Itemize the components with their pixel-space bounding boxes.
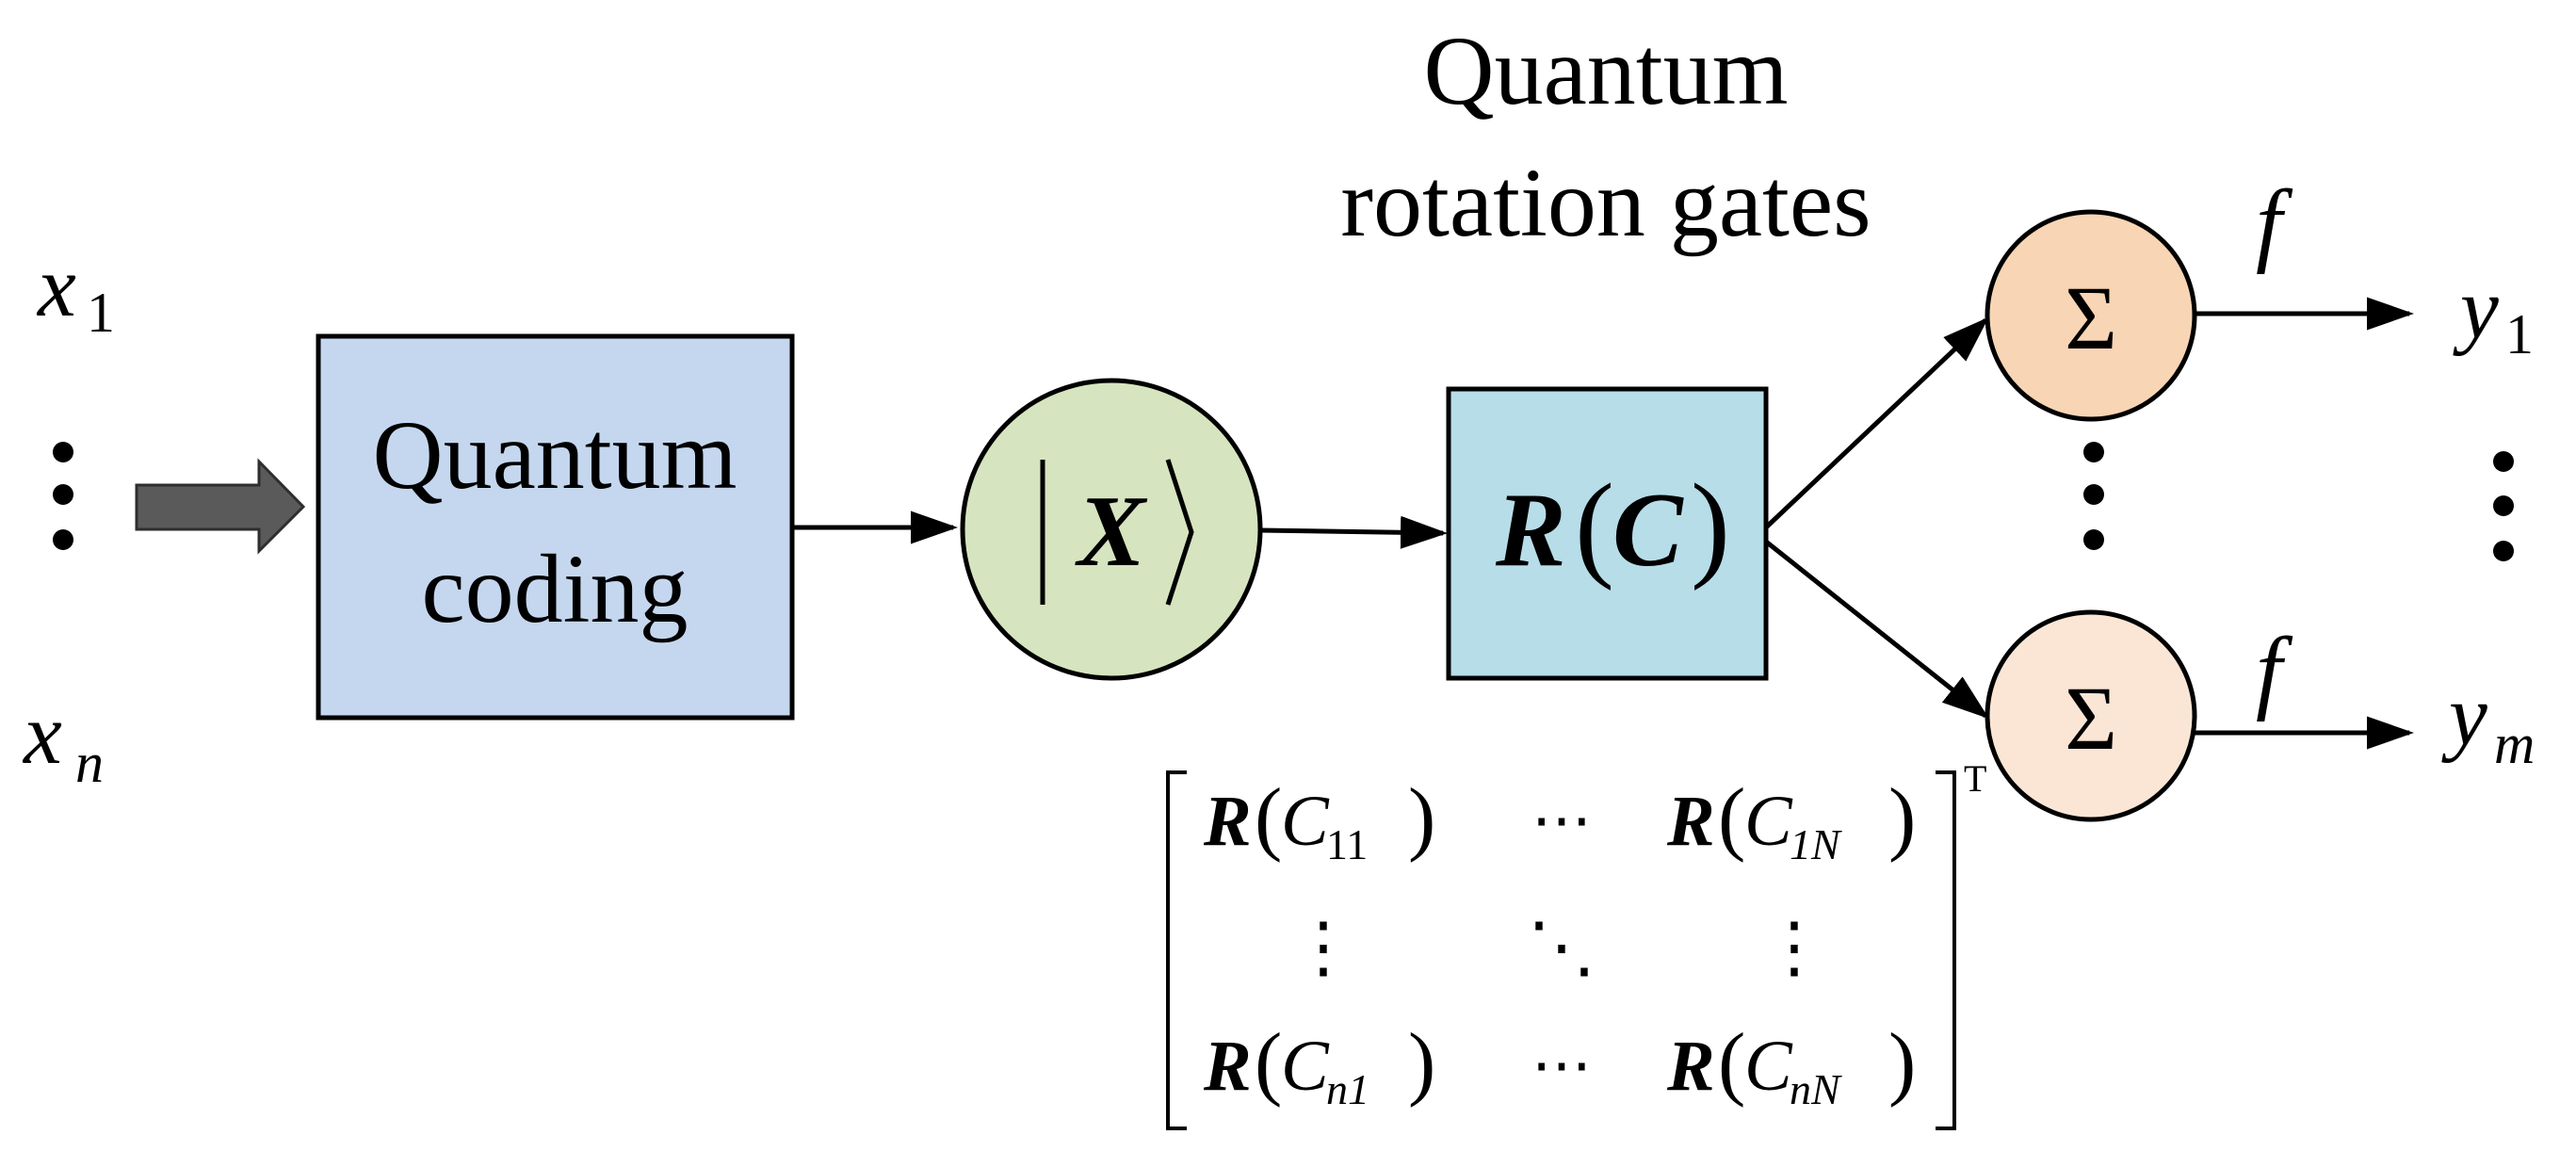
svg-text:R: R <box>1203 782 1252 861</box>
quantum-coding-box <box>316 333 795 721</box>
quantum-state-node <box>960 378 1263 681</box>
svg-text:): ) <box>1408 1017 1435 1109</box>
output-ym-label: y m <box>2441 667 2535 775</box>
arrow-state-to-gate <box>1259 515 1448 549</box>
svg-text:n1: n1 <box>1326 1065 1369 1113</box>
svg-text:C: C <box>1612 472 1684 589</box>
input-ellipsis <box>53 442 73 550</box>
matrix-vdots-col1: ⋮ <box>1289 910 1357 985</box>
rotation-gates-title-line1: Quantum <box>1423 17 1788 125</box>
quantum-coding-line2: coding <box>421 535 688 643</box>
svg-text:C: C <box>1281 1027 1330 1106</box>
rotation-gates-title-line2: rotation gates <box>1340 149 1871 257</box>
svg-text:R: R <box>1203 1027 1252 1106</box>
activation-f-top: f <box>2256 170 2293 275</box>
svg-text:(: ( <box>1718 772 1745 864</box>
output-ellipsis <box>2493 451 2514 561</box>
svg-text:C: C <box>1744 782 1793 861</box>
svg-text:R: R <box>1495 472 1566 589</box>
svg-text:nN: nN <box>1790 1065 1842 1113</box>
ket-x-symbol: X <box>1040 459 1194 606</box>
svg-text:x: x <box>22 686 62 782</box>
matrix-left-bracket <box>1166 770 1187 1130</box>
svg-text:X: X <box>1075 476 1148 588</box>
sum-nodes-ellipsis <box>2083 442 2104 550</box>
matrix-entry-nN: R ( C nN ) <box>1666 1017 1916 1113</box>
matrix-entry-n1: R ( C n1 ) <box>1203 1017 1435 1113</box>
matrix-hdots-row3: ⋯ <box>1531 1031 1592 1098</box>
matrix-right-bracket <box>1936 770 1956 1130</box>
svg-text:C: C <box>1744 1027 1793 1106</box>
svg-text:C: C <box>1281 782 1330 861</box>
svg-text:m: m <box>2494 713 2535 775</box>
rotation-matrix: T R ( C 11 ) ⋯ R ( C 1N ) ⋮ ⋱ ⋮ R ( C n1… <box>1166 757 1986 1130</box>
svg-text:1: 1 <box>2505 303 2534 365</box>
arrow-gate-to-sum-bottom <box>1764 540 1989 720</box>
svg-text:(: ( <box>1255 772 1282 864</box>
quantum-coding-line1: Quantum <box>372 401 737 510</box>
sum-symbol-bottom: Σ <box>2065 668 2117 769</box>
rotation-gate-box <box>1446 386 1769 681</box>
sum-node-bottom <box>1985 609 2197 822</box>
activation-f-bottom: f <box>2256 618 2293 722</box>
svg-text:1: 1 <box>87 282 115 344</box>
svg-text:y: y <box>2453 260 2499 356</box>
matrix-vdots-col2: ⋮ <box>1760 910 1828 985</box>
svg-text:n: n <box>75 732 104 794</box>
matrix-entry-11: R ( C 11 ) <box>1203 772 1435 868</box>
svg-text:R: R <box>1666 1027 1715 1106</box>
svg-text:): ) <box>1888 1017 1916 1109</box>
rotation-gate-label: R ( C ) <box>1495 461 1730 592</box>
sum-symbol-top: Σ <box>2065 267 2117 368</box>
svg-text:): ) <box>1408 772 1435 864</box>
svg-text:(: ( <box>1255 1017 1282 1109</box>
svg-text:): ) <box>1888 772 1916 864</box>
svg-text:): ) <box>1691 461 1730 592</box>
output-y1-label: y 1 <box>2453 260 2534 365</box>
input-block-arrow <box>135 458 306 555</box>
input-x1-label: x 1 <box>36 238 115 344</box>
input-xn-label: x n <box>22 686 104 794</box>
svg-text:y: y <box>2441 667 2487 763</box>
svg-text:x: x <box>36 238 76 334</box>
svg-text:11: 11 <box>1326 820 1368 868</box>
svg-text:1N: 1N <box>1790 820 1842 868</box>
matrix-transpose: T <box>1964 757 1986 800</box>
matrix-ddots: ⋱ <box>1528 910 1596 985</box>
matrix-hdots-row1: ⋯ <box>1531 786 1592 853</box>
svg-text:(: ( <box>1718 1017 1745 1109</box>
svg-text:(: ( <box>1575 461 1614 592</box>
svg-text:R: R <box>1666 782 1715 861</box>
arrow-gate-to-sum-top <box>1764 316 1989 529</box>
matrix-entry-1N: R ( C 1N ) <box>1666 772 1916 868</box>
